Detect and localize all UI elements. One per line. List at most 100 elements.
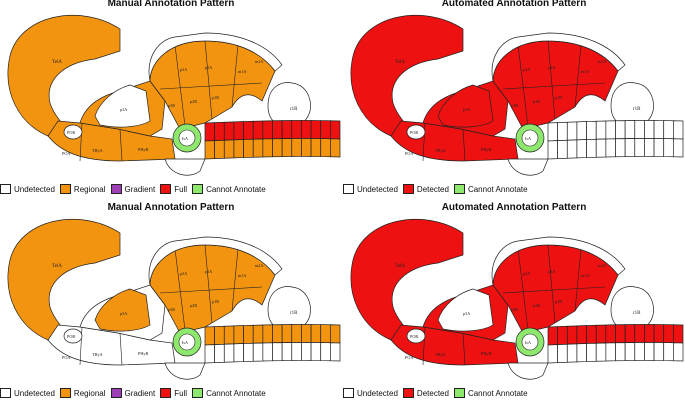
legend-item: Detected	[402, 388, 449, 398]
region-label: POR	[67, 130, 75, 135]
hindbrain-segment-dorsal	[291, 120, 302, 139]
region-label: p1B	[555, 95, 562, 100]
region-label: p1A	[205, 269, 212, 274]
hindbrain-segment-dorsal	[320, 324, 331, 344]
hindbrain-segment-ventral	[634, 342, 645, 361]
legend-label: Regional	[73, 184, 106, 194]
legend-label: Detected	[416, 388, 449, 398]
hindbrain-segment-ventral	[663, 342, 674, 362]
region-border	[174, 248, 186, 331]
region-dorsal-rim	[491, 236, 626, 286]
hindbrain-segment-dorsal	[673, 120, 684, 140]
region-pretectum-midbrain	[492, 244, 619, 334]
legend-item: Cannot Annotate	[453, 388, 528, 398]
region-label: TelA	[52, 264, 62, 269]
hindbrain-segment-dorsal	[634, 324, 645, 343]
hindbrain-segment-ventral	[615, 342, 626, 362]
region-dorsal-rim	[491, 32, 626, 82]
legend-swatch	[343, 388, 354, 398]
hindbrain-segment-ventral	[214, 139, 225, 159]
hindbrain-segment-dorsal	[262, 324, 273, 344]
region-isthmus-core	[521, 333, 539, 351]
legend-item: Undetected	[343, 184, 398, 194]
hindbrain-segment-ventral	[586, 342, 597, 362]
legend-item: Detected	[402, 184, 449, 194]
region-pretectum-midbrain	[492, 40, 619, 130]
region-label: TelA	[52, 60, 62, 65]
hindbrain-segment-dorsal	[320, 120, 331, 140]
legend-swatch	[110, 184, 122, 194]
hindbrain-segment-dorsal	[214, 121, 225, 141]
legend-swatch	[160, 388, 172, 398]
panel-title: Automated Annotation Pattern	[441, 0, 587, 9]
legend-swatch	[110, 388, 122, 398]
hindbrain-segment-dorsal	[644, 324, 655, 343]
panel-title: Manual Annotation Pattern	[107, 202, 235, 213]
hindbrain-segment-ventral	[291, 138, 302, 157]
hindbrain-segment-dorsal	[233, 121, 244, 141]
region-label: m2A	[598, 59, 606, 64]
hindbrain-segment-ventral	[624, 342, 636, 361]
hindbrain-segment-dorsal	[330, 120, 341, 140]
hindbrain-segment-dorsal	[673, 324, 684, 344]
hindbrain-segment-dorsal	[566, 121, 578, 141]
hindbrain-segment-ventral	[605, 342, 616, 362]
hindbrain-segment-dorsal	[615, 120, 626, 140]
legend-swatch	[59, 388, 71, 398]
hindbrain-segment-ventral	[566, 139, 578, 159]
hindbrain-segment-dorsal	[281, 120, 293, 139]
panel-title: Automated Annotation Pattern	[441, 202, 587, 213]
region-telencephalon	[7, 219, 121, 348]
hindbrain-segment-ventral	[204, 344, 215, 364]
hindbrain-segment-ventral	[653, 138, 665, 157]
hindbrain-segment-ventral	[262, 138, 273, 158]
hindbrain-segment-dorsal	[243, 324, 254, 344]
region-por	[406, 124, 426, 140]
region-label: IsA	[182, 340, 188, 345]
region-label: POR	[67, 334, 75, 339]
region-label: POA	[62, 355, 70, 360]
legend-label: Gradient	[124, 388, 156, 398]
legend-swatch	[0, 184, 11, 194]
region-label: m2A	[255, 59, 263, 64]
hindbrain-segment-ventral	[330, 138, 341, 158]
hindbrain-segment-ventral	[673, 342, 684, 362]
region-label: m1A	[238, 273, 246, 278]
hindbrain-segment-ventral	[320, 138, 331, 158]
region-border	[159, 82, 263, 90]
region-label: p1B	[212, 95, 219, 100]
region-label: THyA	[435, 352, 446, 357]
hindbrain-segment-ventral	[233, 139, 244, 159]
region-p3a	[437, 288, 494, 332]
hindbrain-segment-ventral	[310, 138, 322, 157]
region-dorsal-rim	[148, 236, 283, 286]
legend-item: Regional	[59, 184, 106, 194]
legend-item: Cannot Annotate	[192, 184, 266, 194]
region-border	[204, 244, 213, 324]
region-por	[63, 328, 83, 344]
hindbrain-segment-ventral	[223, 343, 235, 363]
hindbrain-segment-ventral	[547, 344, 558, 364]
hindbrain-segment-dorsal	[663, 120, 674, 140]
hindbrain-segment-dorsal	[204, 326, 215, 346]
hindbrain-segment-ventral	[624, 138, 636, 157]
legend-label: Undetected	[14, 184, 55, 194]
hindbrain-segment-dorsal	[310, 120, 322, 139]
legend-swatch	[402, 388, 414, 398]
region-label: IsA	[525, 136, 531, 141]
hindbrain-segment-dorsal	[595, 120, 607, 140]
hindbrain-segment-dorsal	[586, 324, 597, 344]
hindbrain-segment-dorsal	[252, 120, 264, 140]
legend-item: Undetected	[343, 388, 398, 398]
hindbrain-segment-ventral	[663, 138, 674, 158]
hindbrain-segment-ventral	[252, 138, 264, 158]
hindbrain-segment-dorsal	[557, 121, 568, 141]
region-label: TelA	[395, 264, 405, 269]
region-label: p2B	[533, 99, 540, 104]
region-isthmus-core	[178, 129, 196, 147]
hindbrain-segment-dorsal	[653, 120, 665, 139]
hindbrain-segment-dorsal	[291, 324, 302, 343]
panel-title: Manual Annotation Pattern	[107, 0, 235, 9]
